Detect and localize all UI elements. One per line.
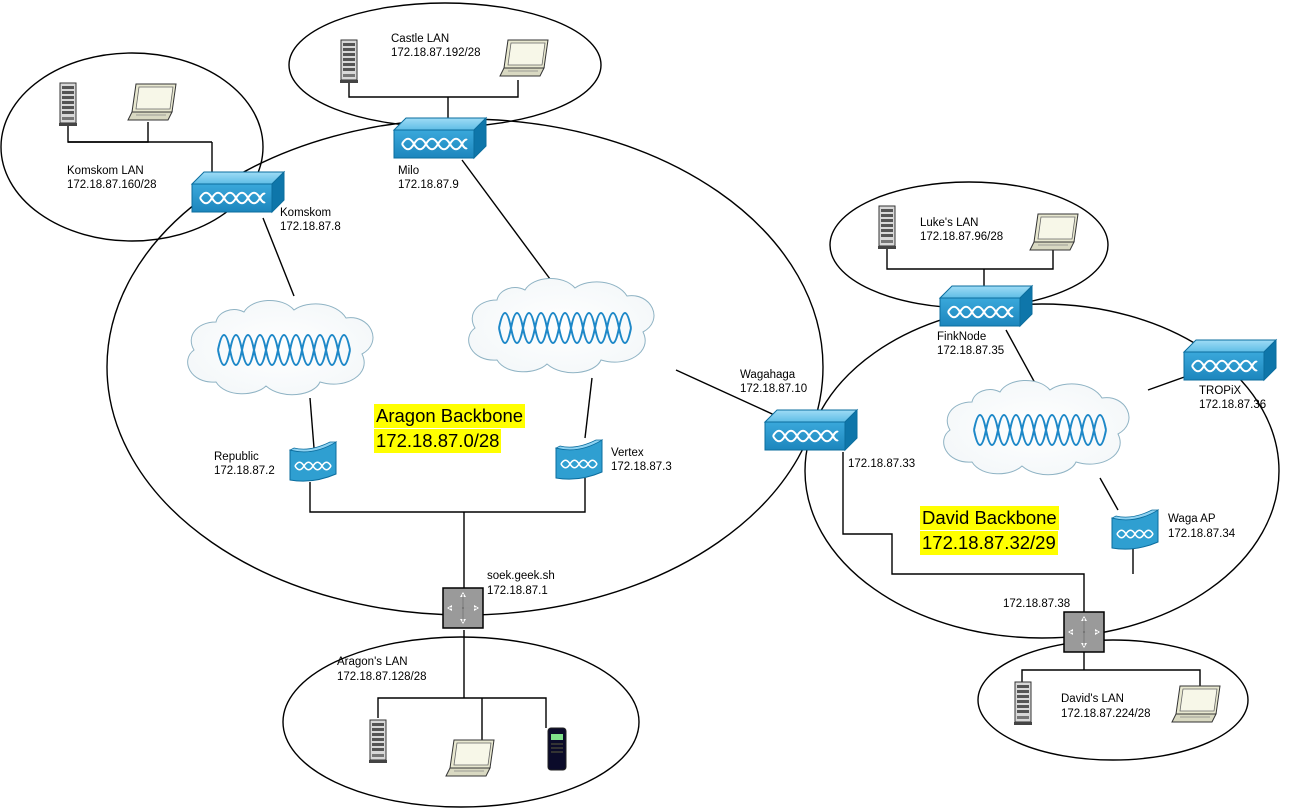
davids-lan-subnet: 172.18.87.224/28 bbox=[1061, 708, 1151, 720]
tropix-name: TROPiX bbox=[1199, 385, 1242, 397]
vertex-name: Vertex bbox=[611, 447, 644, 459]
finknode-name: FinkNode bbox=[937, 331, 987, 343]
waga-ap-name: Waga AP bbox=[1168, 513, 1216, 525]
soek-ip: 172.18.87.1 bbox=[487, 585, 548, 597]
aragons-lan-subnet: 172.18.87.128/28 bbox=[337, 671, 427, 683]
republic-access-point-icon bbox=[289, 441, 337, 482]
wagahaga-bridge-icon bbox=[764, 409, 858, 451]
republic-name: Republic bbox=[214, 451, 259, 463]
pda-phone-icon bbox=[547, 727, 567, 771]
david-router-icon bbox=[1063, 611, 1105, 653]
david-backbone-subnet: 172.18.87.32/29 bbox=[920, 531, 1058, 555]
komskom-lan-subnet: 172.18.87.160/28 bbox=[67, 179, 157, 191]
waga-ap-access-point-icon bbox=[1111, 509, 1159, 550]
davids-lan-name: David's LAN bbox=[1061, 693, 1124, 705]
republic-ip: 172.18.87.2 bbox=[214, 465, 275, 477]
davids-lan-ellipse bbox=[977, 639, 1249, 761]
laptop-icon bbox=[127, 83, 177, 121]
waga-ap-ip: 172.18.87.34 bbox=[1168, 528, 1236, 540]
vertex-ip: 172.18.87.3 bbox=[611, 461, 672, 473]
aragons-lan-ellipse bbox=[282, 636, 640, 808]
tropix-bridge-icon bbox=[1183, 339, 1277, 381]
lukes-lan-subnet: 172.18.87.96/28 bbox=[920, 231, 1004, 243]
finknode-ip: 172.18.87.35 bbox=[937, 345, 1005, 357]
aragons-lan-name: Aragon's LAN bbox=[337, 656, 408, 668]
tropix-ip: 172.18.87.36 bbox=[1199, 399, 1267, 411]
castle-lan-ellipse bbox=[288, 2, 602, 128]
wagahaga-name: Wagahaga bbox=[740, 369, 796, 381]
server-icon bbox=[339, 39, 359, 84]
server-icon bbox=[368, 719, 388, 764]
komskom-lan-ellipse bbox=[0, 52, 264, 242]
soek-name: soek.geek.sh bbox=[487, 570, 555, 582]
aragon-backbone-subnet: 172.18.87.0/28 bbox=[374, 429, 502, 453]
aragon-backbone-name: Aragon Backbone bbox=[374, 404, 526, 428]
finknode-bridge-icon bbox=[939, 285, 1033, 327]
laptop-icon bbox=[1029, 213, 1079, 251]
david-backbone-name: David Backbone bbox=[920, 506, 1059, 530]
laptop-icon bbox=[499, 39, 549, 77]
castle-lan-name: Castle LAN bbox=[391, 33, 450, 45]
komskom-bridge-icon bbox=[191, 171, 285, 213]
david-backbone-ellipse bbox=[804, 303, 1280, 639]
network-links bbox=[67, 80, 1201, 740]
milo-name: Milo bbox=[398, 165, 420, 177]
wireless-cloud-icon bbox=[187, 299, 374, 396]
wagahaga-ip: 172.18.87.10 bbox=[740, 383, 808, 395]
milo-ip: 172.18.87.9 bbox=[398, 179, 459, 191]
wireless-cloud-icon bbox=[943, 379, 1130, 476]
vertex-access-point-icon bbox=[555, 439, 603, 480]
server-icon bbox=[1013, 681, 1033, 726]
lukes-lan-name: Luke's LAN bbox=[920, 217, 979, 229]
laptop-icon bbox=[445, 739, 495, 777]
komskom-name: Komskom bbox=[280, 207, 332, 219]
wireless-cloud-icon bbox=[468, 277, 655, 374]
laptop-icon bbox=[1171, 685, 1221, 723]
komskom-ip: 172.18.87.8 bbox=[280, 221, 341, 233]
david-router-ip: 172.18.87.38 bbox=[1003, 598, 1071, 610]
server-icon bbox=[877, 205, 897, 250]
wagahaga-ip-david: 172.18.87.33 bbox=[848, 458, 916, 470]
milo-bridge-icon bbox=[393, 117, 487, 159]
komskom-lan-name: Komskom LAN bbox=[67, 165, 144, 177]
soek-router-icon bbox=[442, 587, 484, 629]
castle-lan-subnet: 172.18.87.192/28 bbox=[391, 47, 481, 59]
server-icon bbox=[58, 82, 78, 127]
